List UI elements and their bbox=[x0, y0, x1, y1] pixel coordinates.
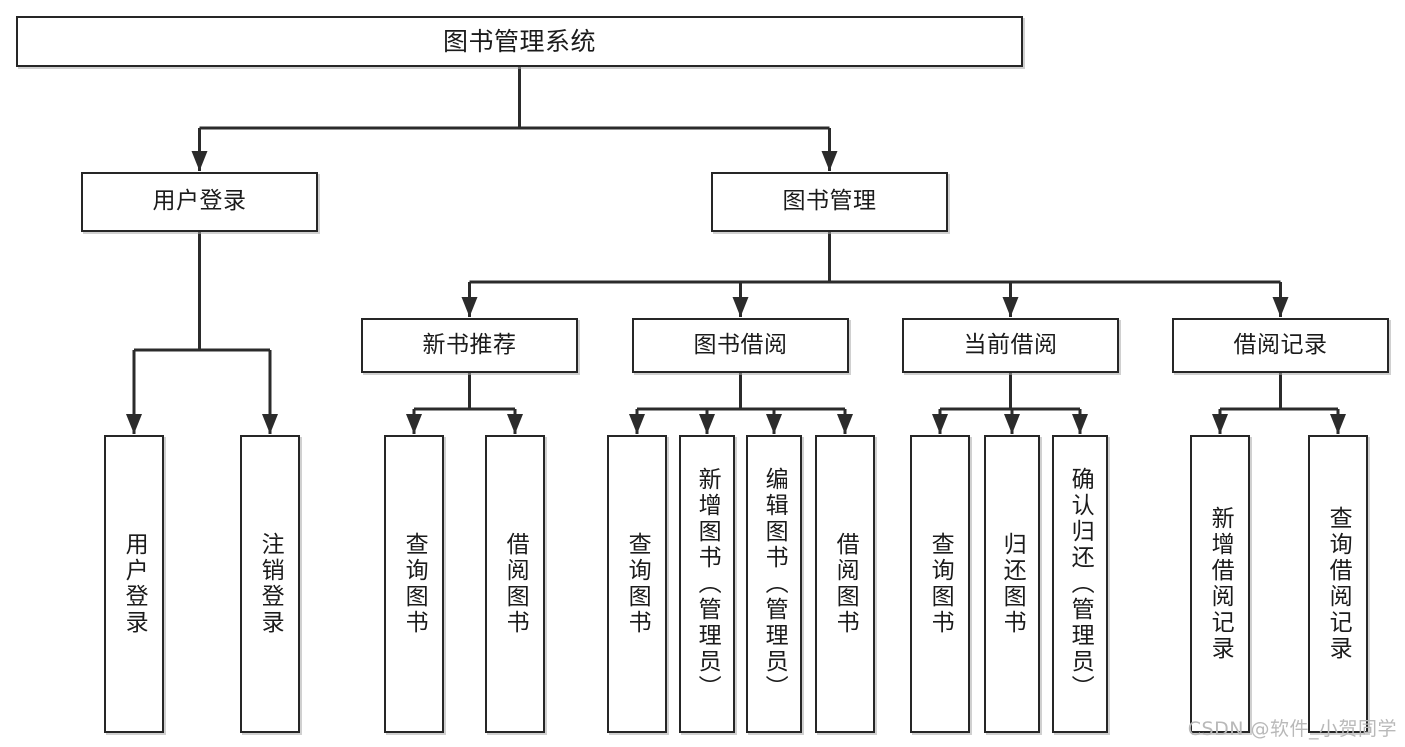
node-leaf-login-2: 注销登录 bbox=[240, 435, 300, 733]
node-label: 用户登录 bbox=[121, 532, 148, 636]
node-label: 借阅图书 bbox=[502, 532, 529, 636]
node-leaf-bor-2: 新增图书（管理员） bbox=[679, 435, 735, 733]
node-bookmgmt: 图书管理 bbox=[711, 172, 948, 232]
node-leaf-rec-1: 新增借阅记录 bbox=[1190, 435, 1250, 733]
node-label: 用户登录 bbox=[152, 188, 247, 215]
node-label: 借阅图书 bbox=[832, 532, 859, 636]
node-leaf-bor-4: 借阅图书 bbox=[815, 435, 875, 733]
node-newbook: 新书推荐 bbox=[361, 318, 578, 373]
node-login: 用户登录 bbox=[81, 172, 318, 232]
watermark-label: CSDN @软件_小贺同学 bbox=[1187, 718, 1397, 740]
node-records: 借阅记录 bbox=[1172, 318, 1389, 373]
node-leaf-cur-3: 确认归还（管理员） bbox=[1052, 435, 1108, 733]
node-leaf-bor-1: 查询图书 bbox=[607, 435, 667, 733]
node-leaf-cur-2: 归还图书 bbox=[984, 435, 1040, 733]
node-label: 编辑图书（管理员） bbox=[761, 467, 788, 701]
node-label: 图书借阅 bbox=[693, 331, 788, 358]
node-label: 当前借阅 bbox=[963, 331, 1058, 358]
node-label: 确认归还（管理员） bbox=[1067, 467, 1094, 701]
node-label: 新增图书（管理员） bbox=[694, 467, 721, 701]
node-current: 当前借阅 bbox=[902, 318, 1119, 373]
node-borrow: 图书借阅 bbox=[632, 318, 849, 373]
node-leaf-cur-1: 查询图书 bbox=[910, 435, 970, 733]
node-label: 新书推荐 bbox=[422, 331, 517, 358]
node-label: 查询借阅记录 bbox=[1325, 506, 1352, 662]
node-leaf-rec-2: 查询借阅记录 bbox=[1308, 435, 1368, 733]
node-leaf-login-1: 用户登录 bbox=[104, 435, 164, 733]
node-label: 归还图书 bbox=[999, 532, 1026, 636]
node-label: 查询图书 bbox=[624, 532, 651, 636]
node-leaf-new-1: 查询图书 bbox=[384, 435, 444, 733]
node-root: 图书管理系统 bbox=[16, 16, 1023, 67]
node-leaf-new-2: 借阅图书 bbox=[485, 435, 545, 733]
node-label: 图书管理 bbox=[782, 188, 877, 215]
node-label: 查询图书 bbox=[401, 532, 428, 636]
node-leaf-bor-3: 编辑图书（管理员） bbox=[746, 435, 802, 733]
node-label: 注销登录 bbox=[257, 532, 284, 636]
node-label: 新增借阅记录 bbox=[1207, 506, 1234, 662]
node-label: 查询图书 bbox=[927, 532, 954, 636]
node-label: 图书管理系统 bbox=[442, 26, 596, 56]
node-label: 借阅记录 bbox=[1233, 331, 1328, 358]
